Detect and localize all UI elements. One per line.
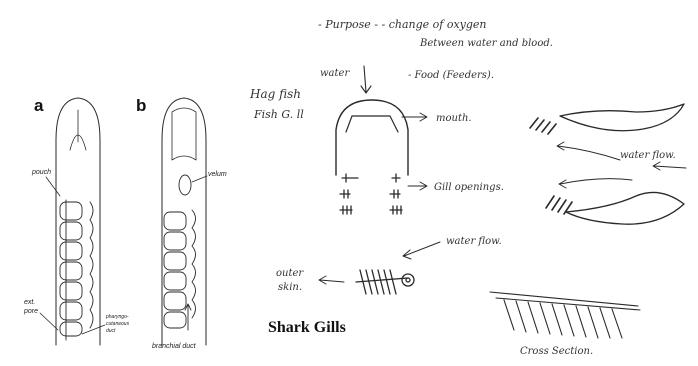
cross-section-drawing bbox=[490, 292, 640, 338]
outer-skin-arrow bbox=[319, 276, 344, 284]
purpose-note: - Purpose - - change of oxygen bbox=[318, 18, 487, 31]
purpose-note-line2: Between water and blood. bbox=[419, 38, 553, 49]
water-flow-mid-label: water flow. bbox=[446, 236, 502, 247]
branchial-duct-label: branchial duct bbox=[152, 343, 197, 350]
gill-openings-label: Gill openings. bbox=[434, 182, 504, 193]
gill-filament-sketch bbox=[356, 270, 414, 294]
outer-skin-label-2: skin. bbox=[278, 282, 302, 293]
hagfish-gill-drawing-b bbox=[162, 98, 206, 345]
shark-gills-title: Shark Gills bbox=[268, 319, 346, 336]
hagfish-note: Hag fish bbox=[249, 87, 301, 101]
fish-gill-note: Fish G. ll bbox=[253, 108, 304, 121]
hagfish-gill-drawing-a bbox=[56, 98, 100, 345]
pouch-label: pouch bbox=[31, 169, 51, 176]
cross-section-label: Cross Section. bbox=[520, 346, 593, 357]
panel-b-label: b bbox=[136, 96, 146, 115]
water-flow-right-label: water flow. bbox=[620, 150, 676, 161]
gill-openings-arrow bbox=[408, 182, 427, 190]
panel-a-label: a bbox=[34, 96, 44, 115]
pharyngocutaneous-label-3: duct bbox=[106, 328, 116, 334]
mouth-label: mouth. bbox=[436, 113, 472, 124]
outer-skin-label-1: outer bbox=[276, 268, 304, 279]
ext-pore-label-1: ext. bbox=[24, 299, 35, 306]
ext-pore-label-2: pore bbox=[23, 308, 38, 315]
water-label-top: water bbox=[320, 68, 350, 79]
pharyngocutaneous-label-2: cutaneous bbox=[106, 321, 130, 327]
water-flow-mid-arrow bbox=[403, 242, 440, 259]
pharyngocutaneous-label-1: pharyngo- bbox=[105, 314, 129, 320]
gill-flow-diagram bbox=[530, 104, 686, 224]
shark-head-drawing bbox=[336, 100, 408, 214]
water-arrow-top bbox=[361, 66, 371, 93]
food-note: - Food (Feeders). bbox=[408, 70, 494, 81]
velum-label: velum bbox=[208, 171, 227, 178]
